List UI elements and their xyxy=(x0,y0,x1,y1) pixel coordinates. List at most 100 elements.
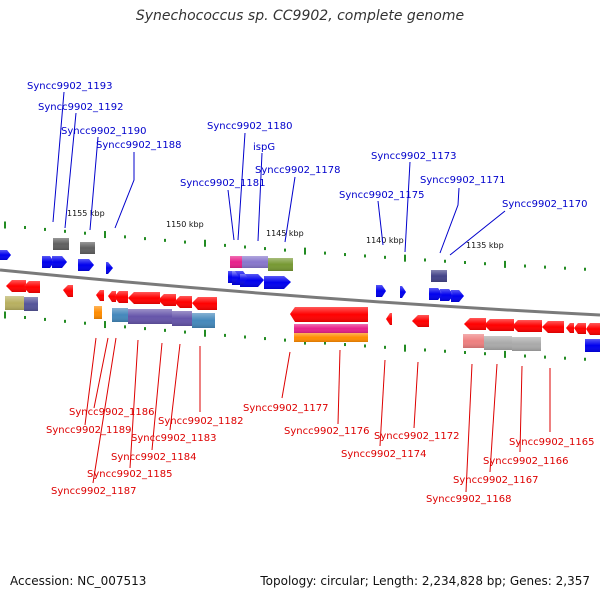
minor-tick xyxy=(584,267,586,271)
leader-line xyxy=(519,365,523,453)
feature-gloss xyxy=(128,309,172,324)
feature-gloss xyxy=(78,259,94,271)
leader-line xyxy=(281,351,291,399)
feature-gloss xyxy=(440,289,454,301)
gene-label[interactable]: Syncc9902_1182 xyxy=(158,416,244,427)
feature-gloss xyxy=(172,311,192,326)
minor-tick xyxy=(24,315,26,319)
gene-label[interactable]: Syncc9902_1170 xyxy=(502,199,588,210)
minor-tick xyxy=(444,259,446,263)
feature-gloss xyxy=(240,274,264,287)
gene-label[interactable]: Syncc9902_1189 xyxy=(46,425,132,436)
gene-label[interactable]: Syncc9902_1172 xyxy=(374,431,460,442)
feature-gloss xyxy=(192,313,215,328)
leader-line xyxy=(439,187,460,254)
gene-label[interactable]: Syncc9902_1187 xyxy=(51,486,137,497)
leader-line xyxy=(52,91,65,223)
minor-tick xyxy=(244,335,246,339)
feature-gloss xyxy=(290,307,368,322)
feature-gloss xyxy=(566,323,574,333)
leader-line xyxy=(237,132,246,241)
feature-gloss xyxy=(512,337,541,351)
leader-line xyxy=(257,152,263,242)
gene-label[interactable]: Syncc9902_1185 xyxy=(87,469,173,480)
feature-gloss xyxy=(574,323,586,334)
minor-tick xyxy=(544,355,546,359)
minor-tick xyxy=(444,349,446,353)
major-tick xyxy=(504,350,506,358)
feature-gloss xyxy=(174,296,192,308)
feature-gloss xyxy=(242,256,268,268)
minor-tick xyxy=(144,237,146,241)
leader-line xyxy=(337,349,341,425)
minor-tick xyxy=(464,260,466,264)
leader-line xyxy=(413,361,419,429)
minor-tick xyxy=(544,265,546,269)
minor-tick xyxy=(84,231,86,235)
gene-label[interactable]: Syncc9902_1181 xyxy=(180,178,266,189)
gene-label[interactable]: Syncc9902_1165 xyxy=(509,437,595,448)
minor-tick xyxy=(344,343,346,347)
feature-gloss xyxy=(294,324,368,333)
gene-label[interactable]: Syncc9902_1175 xyxy=(339,190,425,201)
minor-tick xyxy=(384,255,386,259)
gene-label[interactable]: Syncc9902_1192 xyxy=(38,102,124,113)
feature-gloss xyxy=(96,290,104,301)
minor-tick xyxy=(584,357,586,361)
gene-label[interactable]: Syncc9902_1180 xyxy=(207,121,293,132)
gene-label[interactable]: Syncc9902_1188 xyxy=(96,140,182,151)
accession-text: Accession: NC_007513 xyxy=(10,574,147,588)
scale-label: 1145 kbp xyxy=(266,229,304,238)
minor-tick xyxy=(564,266,566,270)
gene-label[interactable]: Syncc9902_1173 xyxy=(371,151,457,162)
gene-label[interactable]: Syncc9902_1177 xyxy=(243,403,329,414)
minor-tick xyxy=(424,258,426,262)
gene-label[interactable]: Syncc9902_1167 xyxy=(453,475,539,486)
minor-tick xyxy=(324,341,326,345)
feature-gloss xyxy=(431,270,447,282)
minor-tick xyxy=(124,235,126,239)
feature-gloss xyxy=(464,318,486,330)
feature-gloss xyxy=(230,256,242,268)
feature-gloss xyxy=(484,336,512,350)
gene-label[interactable]: Syncc9902_1184 xyxy=(111,452,197,463)
feature-gloss xyxy=(376,285,386,297)
minor-tick xyxy=(184,330,186,334)
feature-gloss xyxy=(5,296,24,310)
major-tick xyxy=(4,221,6,229)
feature-gloss xyxy=(463,334,484,348)
leader-line xyxy=(129,339,139,469)
gene-label[interactable]: Syncc9902_1174 xyxy=(341,449,427,460)
feature-gloss xyxy=(585,339,600,352)
major-tick xyxy=(404,344,406,352)
feature-gloss xyxy=(94,306,102,319)
gene-label[interactable]: Syncc9902_1190 xyxy=(61,126,147,137)
gene-label[interactable]: Syncc9902_1176 xyxy=(284,426,370,437)
gene-label[interactable]: Syncc9902_1186 xyxy=(69,407,155,418)
gene-label[interactable]: Syncc9902_1166 xyxy=(483,456,569,467)
map-title: Synechococcus sp. CC9902, complete genom… xyxy=(135,8,465,24)
gene-label[interactable]: Syncc9902_1193 xyxy=(27,81,113,92)
feature-gloss xyxy=(6,280,26,292)
minor-tick xyxy=(384,345,386,349)
feature-gloss xyxy=(429,288,443,300)
feature-gloss xyxy=(294,333,368,342)
leader-line xyxy=(379,359,386,447)
minor-tick xyxy=(284,248,286,252)
leader-line xyxy=(89,136,99,231)
gene-label[interactable]: ispG xyxy=(253,142,275,153)
scale-ticks-inner xyxy=(4,311,586,361)
forward-label-text: Syncc9902_1193 Syncc9902_1192 Syncc9902_… xyxy=(27,81,588,210)
scale-label: 1135 kbp xyxy=(466,241,504,250)
minor-tick xyxy=(524,354,526,358)
genome-backbone xyxy=(0,268,600,317)
gene-label[interactable]: Syncc9902_1178 xyxy=(255,165,341,176)
major-tick xyxy=(404,254,406,262)
gene-label[interactable]: Syncc9902_1183 xyxy=(131,433,217,444)
gene-label[interactable]: Syncc9902_1168 xyxy=(426,494,512,505)
minor-tick xyxy=(124,325,126,329)
minor-tick xyxy=(244,245,246,249)
scale-ticks-outer xyxy=(4,221,586,271)
gene-label[interactable]: Syncc9902_1171 xyxy=(420,175,506,186)
minor-tick xyxy=(144,327,146,331)
